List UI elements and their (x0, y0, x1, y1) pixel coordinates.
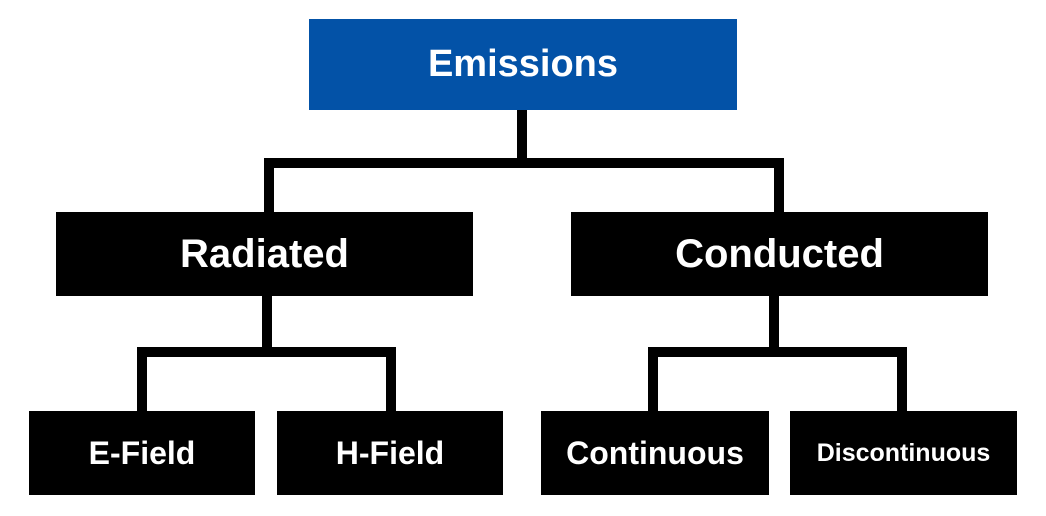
connector-discontinuous-drop (897, 347, 907, 413)
node-continuous: Continuous (541, 411, 769, 495)
node-radiated-label: Radiated (180, 231, 349, 276)
connector-hfield-drop (386, 347, 396, 413)
connector-conducted-bar (648, 347, 907, 357)
node-conducted: Conducted (571, 212, 988, 296)
node-discontinuous-label: Discontinuous (816, 438, 991, 467)
node-continuous-label: Continuous (566, 434, 744, 471)
node-e-field-label: E-Field (88, 434, 196, 471)
node-h-field-label: H-Field (335, 434, 445, 471)
connector-radiated-stem (262, 296, 272, 352)
connector-root-bar (264, 158, 784, 168)
connector-radiated-drop (264, 158, 274, 214)
node-emissions: Emissions (309, 19, 737, 110)
node-e-field: E-Field (29, 411, 255, 495)
connector-conducted-stem (769, 296, 779, 352)
connector-root-stem (517, 110, 527, 164)
node-discontinuous: Discontinuous (790, 411, 1017, 495)
node-radiated: Radiated (56, 212, 473, 296)
node-conducted-label: Conducted (675, 231, 884, 276)
connector-conducted-drop (774, 158, 784, 214)
connector-efield-drop (137, 347, 147, 413)
node-emissions-label: Emissions (427, 43, 619, 85)
node-h-field: H-Field (277, 411, 503, 495)
connector-radiated-bar (137, 347, 396, 357)
connector-continuous-drop (648, 347, 658, 413)
